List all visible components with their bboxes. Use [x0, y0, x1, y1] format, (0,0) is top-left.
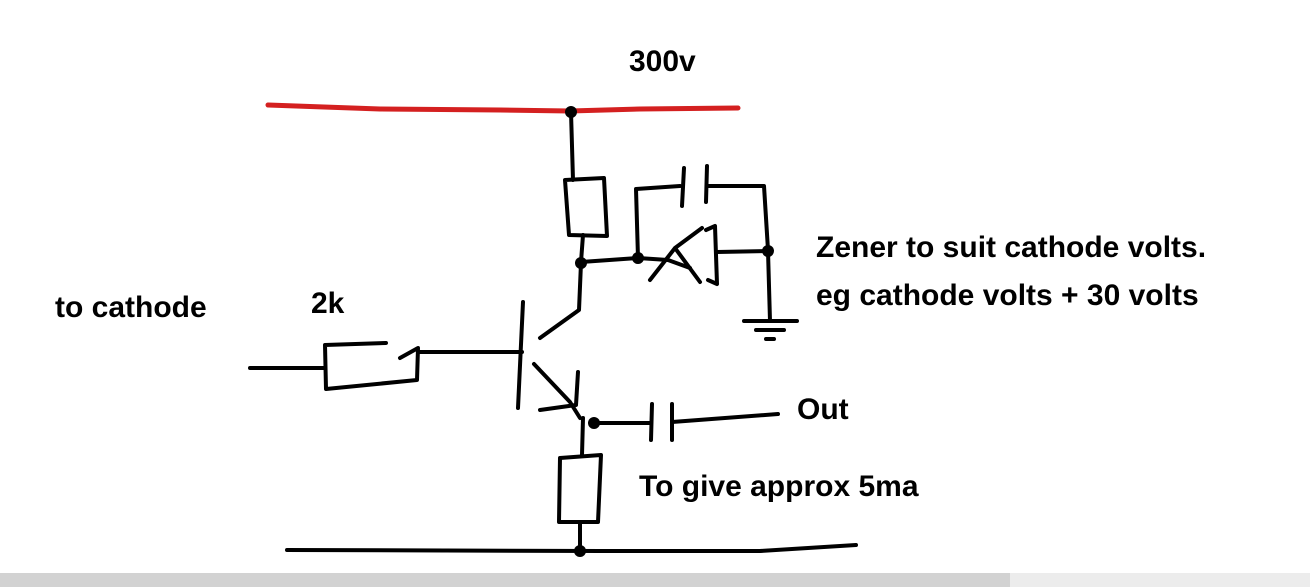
zener-note-line1: Zener to suit cathode volts. — [816, 231, 1207, 264]
wire-to-emitter-resistor — [580, 416, 585, 457]
input-resistor-label: 2k — [311, 287, 345, 320]
emitter-resistor-note: To give approx 5ma — [639, 470, 919, 503]
supply-voltage-label: 300v — [629, 45, 696, 78]
collector-resistor — [563, 176, 609, 238]
transistor-emitter-lead — [532, 362, 582, 420]
wire-to-zener-node — [579, 256, 640, 264]
supply-rail — [265, 102, 741, 114]
wire-to-ground — [766, 249, 772, 323]
ground-rail — [285, 543, 858, 553]
bypass-capacitor-plate-left — [680, 166, 686, 208]
transistor-collector-lead — [538, 261, 583, 340]
output-capacitor-right-lead — [670, 412, 780, 424]
ground-rail-node — [574, 545, 586, 557]
zener-right-lead — [715, 249, 770, 254]
bypass-capacitor-plate-right — [704, 164, 709, 204]
transistor-emitter-arrow — [538, 370, 580, 412]
horizontal-scrollbar-end — [1010, 573, 1310, 587]
zener-left-lead — [636, 256, 670, 262]
zener-kink — [666, 258, 692, 270]
horizontal-scrollbar-track[interactable] — [0, 573, 1010, 587]
transistor-base-bar — [516, 300, 525, 410]
base-resistor — [323, 341, 420, 391]
ground-symbol — [742, 319, 799, 341]
output-capacitor-plate-left — [649, 402, 654, 442]
wire-rail-to-resistor — [569, 110, 575, 182]
bypass-capacitor-left-lead — [634, 184, 682, 260]
bypass-capacitor-right-lead — [705, 184, 770, 252]
zener-bar — [704, 224, 719, 286]
output-label: Out — [797, 393, 849, 426]
input-label: to cathode — [55, 291, 207, 324]
zener-triangle — [648, 226, 704, 284]
zener-note-line2: eg cathode volts + 30 volts — [816, 279, 1199, 312]
emitter-resistor — [557, 453, 603, 524]
